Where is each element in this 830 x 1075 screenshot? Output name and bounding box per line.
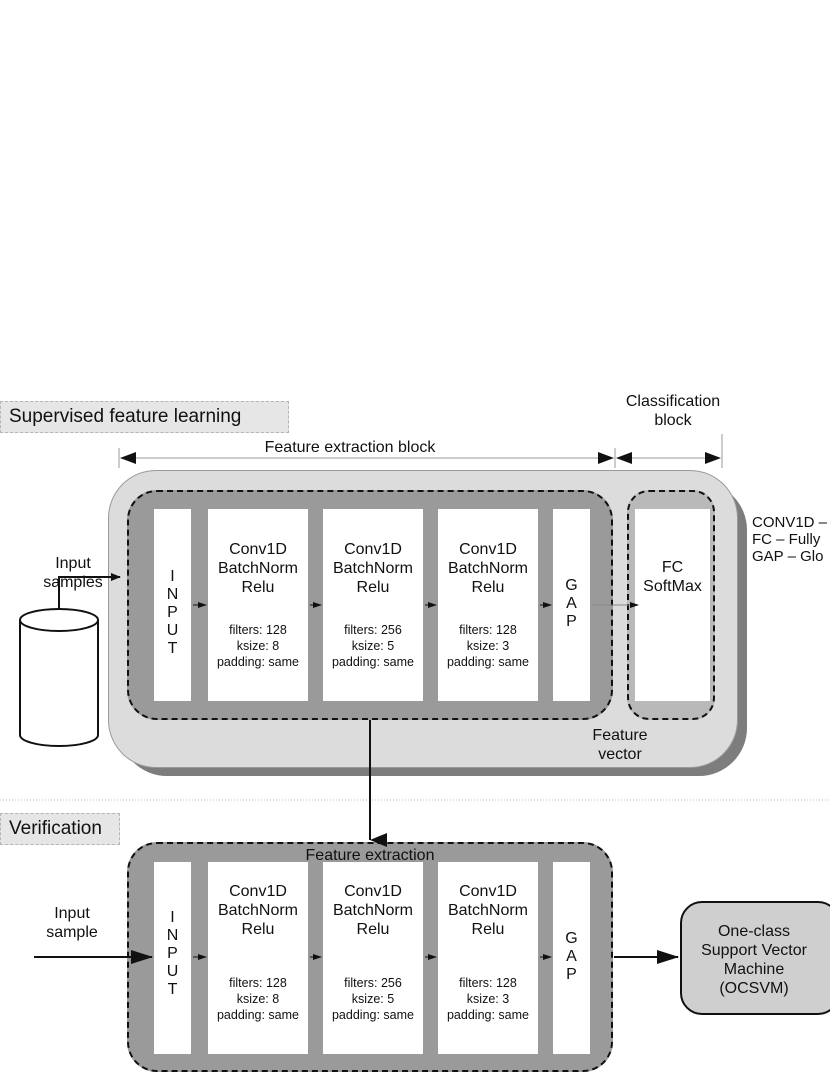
padding-param: padding: same	[331, 655, 414, 669]
input-letter: U	[166, 963, 179, 980]
ksize-param: ksize: 5	[351, 639, 395, 653]
feature-vector-line1: Feature	[592, 727, 648, 744]
dataset-line1: Data	[42, 683, 76, 700]
verification-section-label: Verification	[0, 813, 120, 845]
legend-conv1d: CONV1D –	[752, 514, 828, 531]
feature-extraction-block-label: Feature extraction block	[264, 439, 436, 456]
batchnorm-label: BatchNorm	[217, 902, 299, 919]
classification-span-arrow	[616, 434, 723, 468]
feature-extraction-label: Feature extraction	[305, 847, 435, 864]
batchnorm-label: BatchNorm	[332, 560, 414, 577]
conv-label: Conv1D	[344, 883, 402, 900]
filters-param: filters: 256	[344, 976, 402, 990]
input-letter: I	[170, 909, 175, 926]
legend-gap: GAP – Glo	[752, 548, 824, 565]
input-letter: N	[166, 927, 179, 944]
ksize-param: ksize: 5	[351, 992, 395, 1006]
batchnorm-label: BatchNorm	[447, 902, 529, 919]
ksize-param: ksize: 3	[466, 992, 510, 1006]
input-samples-label: Input samples	[28, 554, 118, 592]
input-letter: U	[166, 622, 179, 639]
fc-softmax-block: FC SoftMax	[635, 509, 710, 701]
batchnorm-label: BatchNorm	[447, 560, 529, 577]
ocsvm-line4: (OCSVM)	[719, 980, 789, 997]
gap-letter: P	[566, 966, 577, 983]
ocsvm-line1: One-class	[717, 923, 791, 940]
conv-label: Conv1D	[459, 883, 517, 900]
conv-label: Conv1D	[459, 541, 517, 558]
classification-block-label: Classification block	[600, 392, 746, 430]
classification-block-line2: block	[654, 412, 692, 429]
fc-label: FC	[661, 559, 684, 576]
input-sample-label: Input sample	[30, 904, 114, 942]
input-sample-line2: sample	[46, 924, 98, 941]
filters-param: filters: 128	[229, 976, 287, 990]
legend-fc: FC – Fully	[752, 531, 821, 548]
ksize-param: ksize: 3	[466, 639, 510, 653]
relu-label: Relu	[356, 921, 390, 938]
padding-param: padding: same	[216, 655, 299, 669]
top-gap-layer: G A P	[553, 509, 590, 701]
input-letter: I	[170, 568, 175, 585]
dataset-line2: set	[48, 702, 70, 719]
gap-letter: G	[565, 577, 578, 594]
supervised-section-label: Supervised feature learning	[0, 401, 289, 433]
softmax-label: SoftMax	[643, 578, 702, 595]
relu-label: Relu	[471, 921, 505, 938]
input-sample-line1: Input	[54, 905, 90, 922]
padding-param: padding: same	[331, 1008, 414, 1022]
input-letter: T	[167, 640, 178, 657]
filters-param: filters: 128	[459, 976, 517, 990]
input-letter: N	[166, 586, 179, 603]
ocsvm-line2: Support Vector	[701, 942, 807, 959]
input-letter: T	[167, 981, 178, 998]
conv-label: Conv1D	[229, 883, 287, 900]
top-conv-block-3: Conv1D BatchNorm Relu filters: 128 ksize…	[438, 509, 538, 701]
gap-letter: A	[566, 595, 577, 612]
bottom-input-layer: I N P U T	[154, 862, 191, 1054]
ksize-param: ksize: 8	[236, 992, 280, 1006]
classification-block-line1: Classification	[625, 393, 721, 410]
filters-param: filters: 128	[459, 623, 517, 637]
top-conv-block-1: Conv1D BatchNorm Relu filters: 128 ksize…	[208, 509, 308, 701]
ocsvm-block: One-class Support Vector Machine (OCSVM)	[680, 901, 830, 1015]
bottom-conv-block-3: Conv1D BatchNorm Relu filters: 128 ksize…	[438, 862, 538, 1054]
padding-param: padding: same	[446, 1008, 529, 1022]
gap-letter: P	[566, 613, 577, 630]
feature-vector-line2: vector	[598, 746, 642, 763]
input-letter: P	[167, 945, 178, 962]
padding-param: padding: same	[446, 655, 529, 669]
relu-label: Relu	[356, 579, 390, 596]
gap-letter: A	[566, 948, 577, 965]
relu-label: Relu	[241, 579, 275, 596]
abbreviation-legend: CONV1D – FC – Fully GAP – Glo	[752, 514, 827, 565]
conv-label: Conv1D	[344, 541, 402, 558]
bottom-gap-layer: G A P	[553, 862, 590, 1054]
input-samples-line1: Input	[55, 555, 91, 572]
filters-param: filters: 128	[229, 623, 287, 637]
ocsvm-line3: Machine	[723, 961, 785, 978]
relu-label: Relu	[241, 921, 275, 938]
batchnorm-label: BatchNorm	[217, 560, 299, 577]
padding-param: padding: same	[216, 1008, 299, 1022]
top-conv-block-2: Conv1D BatchNorm Relu filters: 256 ksize…	[323, 509, 423, 701]
relu-label: Relu	[471, 579, 505, 596]
conv-label: Conv1D	[229, 541, 287, 558]
ksize-param: ksize: 8	[236, 639, 280, 653]
filters-param: filters: 256	[344, 623, 402, 637]
input-samples-line2: samples	[43, 574, 103, 591]
bottom-conv-block-1: Conv1D BatchNorm Relu filters: 128 ksize…	[208, 862, 308, 1054]
input-letter: P	[167, 604, 178, 621]
batchnorm-label: BatchNorm	[332, 902, 414, 919]
dataset-cylinder-icon	[19, 608, 99, 747]
gap-letter: G	[565, 930, 578, 947]
dataset-label: Data set	[20, 682, 98, 720]
bottom-conv-block-2: Conv1D BatchNorm Relu filters: 256 ksize…	[323, 862, 423, 1054]
top-input-layer: I N P U T	[154, 509, 191, 701]
feature-vector-label: Feature vector	[580, 726, 660, 764]
